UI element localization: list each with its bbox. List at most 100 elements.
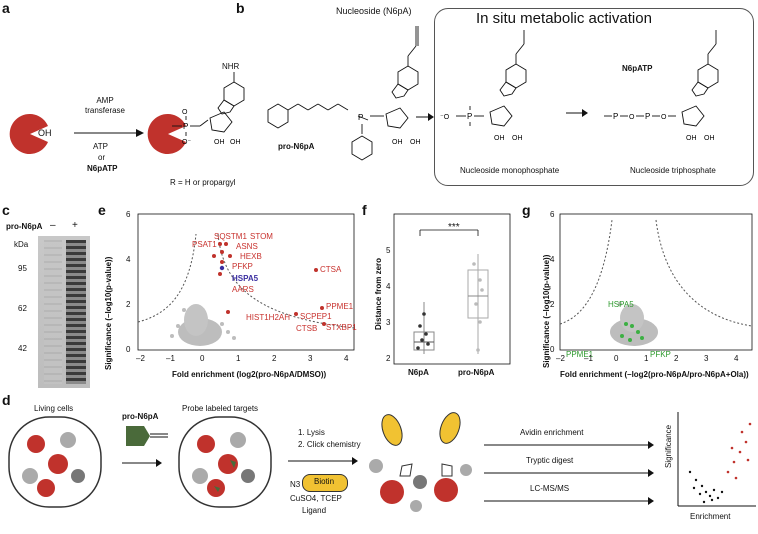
g-xtick-m2: –2 [556, 354, 565, 363]
d-labeled-label: Probe labeled targets [182, 404, 259, 413]
f-plot [393, 213, 511, 365]
g-xtick-4: 4 [734, 354, 739, 363]
panel-label-e: e [98, 202, 106, 218]
e-gene-hexb: HEXB [240, 252, 262, 261]
e-xtick-1: 1 [236, 354, 241, 363]
f-box-n6pa [413, 302, 435, 354]
e-xtick-m1: –1 [166, 354, 175, 363]
svg-text:OH: OH [392, 139, 403, 146]
f-plot-frame [393, 213, 511, 365]
g-plot-frame [559, 213, 753, 351]
e-xtick-m2: –2 [136, 354, 145, 363]
triphosphate-label: Nucleoside triphosphate [630, 166, 716, 175]
e-gene-sqstm1: SQSTM1 [214, 232, 247, 241]
d-arrow-1 [122, 459, 162, 467]
e-xtick-4: 4 [344, 354, 349, 363]
svg-text:OH: OH [512, 135, 523, 142]
e-gene-ppme1: PPME1 [326, 302, 354, 311]
f-ytick-5: 5 [386, 246, 391, 255]
e-points [170, 304, 236, 346]
enzyme-right-icon [147, 114, 186, 154]
d-avidin: Avidin enrichment [520, 428, 584, 437]
e-xtick-0: 0 [200, 354, 205, 363]
g-gene-ppme1: PPME1 [566, 350, 594, 359]
d-enr-axis: Enrichment [690, 512, 731, 521]
g-ytick-0: 0 [550, 345, 555, 354]
g-xtick-2: 2 [674, 354, 679, 363]
f-ytick-4: 4 [386, 282, 391, 291]
f-box-pro-n6pa [467, 254, 489, 354]
e-hits [212, 242, 326, 326]
g-hits [620, 322, 644, 342]
activation-box [434, 8, 754, 186]
svg-text:OH: OH [704, 135, 715, 142]
activation-arrow [416, 113, 434, 121]
e-gene-ctsb: CTSB [296, 324, 318, 333]
svg-text:P: P [358, 113, 363, 122]
e-gene-asns: ASNS [236, 242, 258, 251]
d-living-cell [8, 416, 102, 508]
e-gene-hist1h2ah: HIST1H2AH [246, 313, 291, 322]
g-ytick-2: 2 [550, 300, 555, 309]
gel-marker-62: 62 [18, 304, 27, 313]
d-labeled-proteins [369, 412, 472, 512]
d-reagents: CuSO4, TCEP [290, 494, 342, 503]
svg-text:OH: OH [214, 139, 225, 146]
d-labeled-cell [178, 416, 272, 508]
svg-text:⁻O: ⁻O [440, 114, 450, 121]
d-probe-label: pro-N6pA [122, 412, 159, 421]
g-xtick-m1: –1 [584, 354, 593, 363]
e-xtick-3: 3 [308, 354, 313, 363]
enzyme-left-icon [9, 114, 48, 154]
g-ytick-4: 4 [550, 255, 555, 264]
monophosphate-label: Nucleoside monophosphate [460, 166, 560, 175]
g-xtick-0: 0 [614, 354, 619, 363]
d-sig-axis: Significance [664, 424, 673, 468]
activation-title: In situ metabolic activation [476, 10, 652, 27]
monophosphate-structure: ⁻O P OH OH [440, 30, 527, 142]
f-cat-n6pa: N6pA [408, 368, 429, 377]
svg-text:P: P [183, 122, 188, 131]
g-gene-pfkp: PFKP [650, 350, 671, 359]
svg-text:OH: OH [494, 135, 505, 142]
d-mini-volcano [677, 412, 756, 507]
e-plot-frame [137, 213, 355, 351]
reaction-arrow-a [74, 129, 144, 137]
gel-lane-minus [44, 240, 62, 384]
d-arrow-tryptic [484, 469, 654, 477]
f-ytick-2: 2 [386, 354, 391, 363]
e-xtick-2: 2 [272, 354, 277, 363]
svg-text:P: P [645, 112, 650, 121]
gel-minus: – [50, 220, 56, 231]
panel-label-g: g [522, 202, 531, 218]
gel-lane-plus [66, 240, 86, 384]
g-xtick-1: 1 [644, 354, 649, 363]
e-gene-psat1: PSAT1 [192, 240, 217, 249]
g-xtick-3: 3 [704, 354, 709, 363]
amp-structure-a: P O O⁻ OH OH [172, 72, 245, 146]
gel-plus: + [72, 220, 78, 231]
phosphorylation-arrow [566, 109, 588, 117]
svg-text:P: P [613, 112, 618, 121]
f-ytick-3: 3 [386, 318, 391, 327]
pro-n6pa-structure: P OH OH [267, 26, 421, 161]
e-gene-stxbp1: STXBP1 [326, 323, 357, 332]
g-threshold-left [559, 219, 613, 325]
e-ytick-2: 2 [126, 300, 131, 309]
substrate-n6patp: N6pATP [87, 164, 118, 173]
d-probe-icon [126, 426, 168, 446]
gel-header: pro-N6pA [6, 222, 43, 231]
svg-text:OH: OH [686, 135, 697, 142]
g-xlabel: Fold enrichment (–log2(pro-N6pA/pro-N6pA… [560, 370, 749, 379]
e-gene-hspa5: HSPA5 [232, 274, 259, 283]
e-gene-pfkp: PFKP [232, 262, 253, 271]
nucleoside-label: Nucleoside (N6pA) [336, 6, 412, 16]
svg-text:OH: OH [410, 139, 421, 146]
svg-text:O: O [182, 109, 188, 116]
e-xlabel: Fold enrichment (log2(pro-N6pA/DMSO)) [172, 370, 327, 379]
d-step-lysis: 1. Lysis [298, 428, 325, 437]
e-ytick-6: 6 [126, 210, 131, 219]
d-biotin-badge [302, 474, 348, 492]
panel-label-c: c [2, 202, 10, 218]
e-gene-ctsa: CTSA [320, 265, 342, 274]
